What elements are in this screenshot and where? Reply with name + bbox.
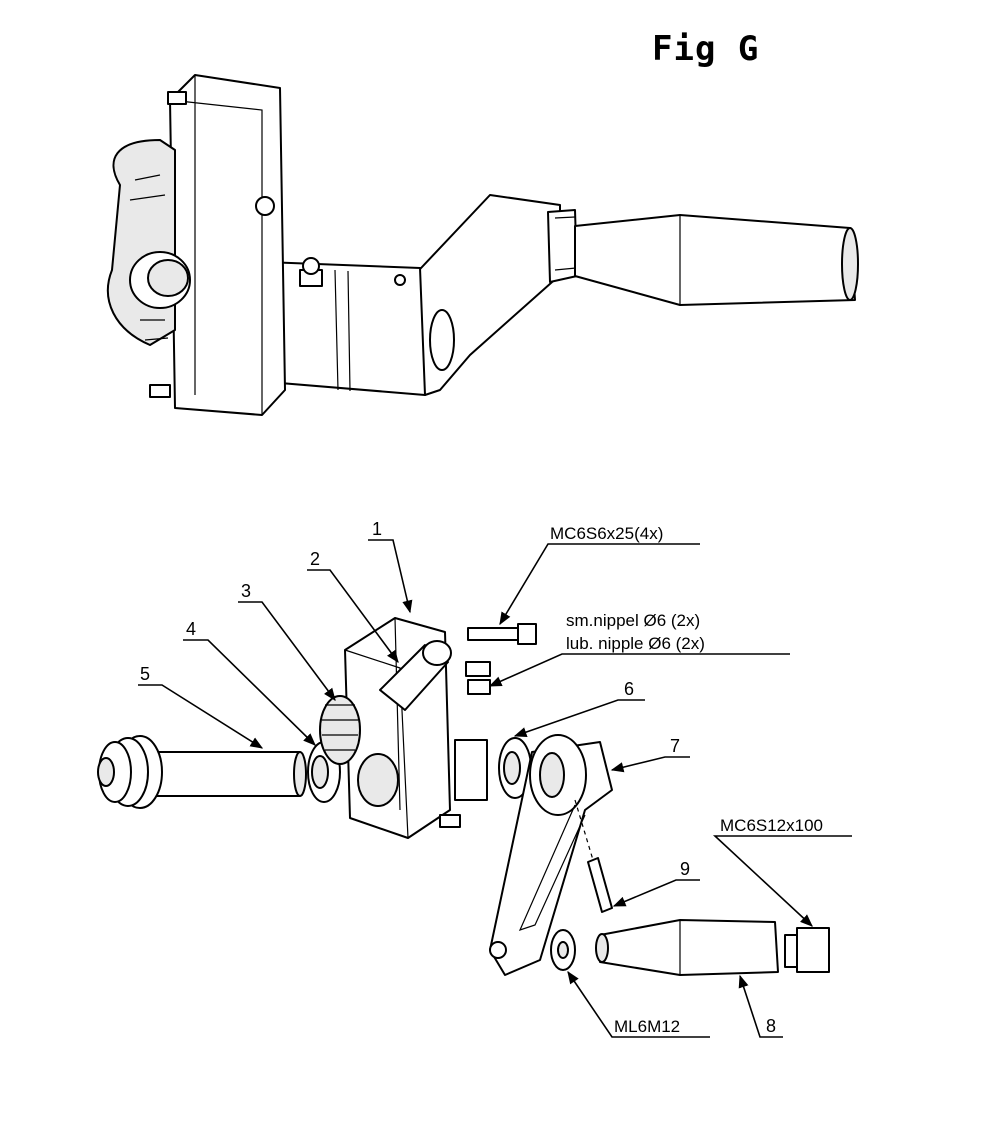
callout-labels: 1 2 3 4 5 6 7 8 9 MC6S6x25(4x) sm.nippel…	[140, 519, 823, 1036]
callout-5: 5	[140, 664, 150, 684]
callout-1: 1	[372, 519, 382, 539]
exploded-view: 1 2 3 4 5 6 7 8 9 MC6S6x25(4x) sm.nippel…	[97, 519, 852, 1038]
part-nut	[550, 929, 576, 971]
assembled-crank	[107, 74, 859, 416]
part-9-pin	[574, 799, 613, 913]
callout-7: 7	[670, 736, 680, 756]
figure-title: Fig G	[652, 29, 759, 69]
callout-6: 6	[624, 679, 634, 699]
part-6-washer	[498, 737, 532, 799]
callout-8: 8	[766, 1016, 776, 1036]
callout-2: 2	[310, 549, 320, 569]
part-1-housing	[344, 617, 488, 839]
part-2-pin	[379, 640, 452, 711]
label-mc6s6x25: MC6S6x25(4x)	[550, 524, 663, 543]
label-mc6s12x100: MC6S12x100	[720, 816, 823, 835]
label-sm-nippel: sm.nippel Ø6 (2x)	[566, 611, 700, 630]
label-ml6m12: ML6M12	[614, 1017, 680, 1036]
screws-mc6s6x25	[465, 623, 537, 695]
leader-lines	[138, 539, 852, 1038]
part-8-handle	[595, 919, 830, 976]
callout-3: 3	[241, 581, 251, 601]
callout-4: 4	[186, 619, 196, 639]
label-lub-nipple: lub. nipple Ø6 (2x)	[566, 634, 705, 653]
part-7-lever	[489, 734, 613, 976]
callout-9: 9	[680, 859, 690, 879]
part-3-gear	[319, 695, 361, 765]
part-5-drum-shaft	[97, 735, 307, 809]
